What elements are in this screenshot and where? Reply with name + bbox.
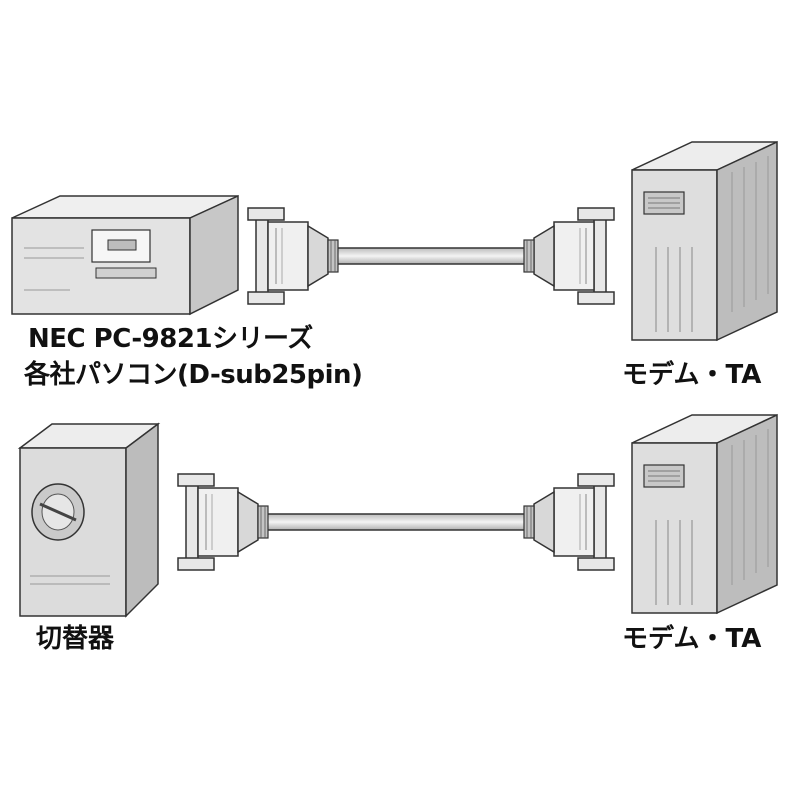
pc-desktop-icon (11, 194, 239, 316)
pc-label-line2: 各社パソコン(D-sub25pin) (24, 360, 363, 390)
connector-bottom-left (177, 473, 269, 571)
cable-top (247, 207, 615, 305)
switcher-label: 切替器 (36, 624, 115, 654)
connector-top-left (247, 207, 339, 305)
modem-bottom-label: モデム・TA (622, 624, 762, 654)
connector-bottom-right (523, 473, 615, 571)
cable-bottom (177, 473, 615, 571)
switcher-box-icon (17, 422, 161, 618)
pc-label-line1: NEC PC-9821シリーズ (28, 324, 313, 354)
modem-top-label: モデム・TA (622, 360, 762, 390)
connector-top-right (523, 207, 615, 305)
modem-top-icon (631, 141, 778, 341)
modem-bottom-icon (631, 414, 778, 614)
